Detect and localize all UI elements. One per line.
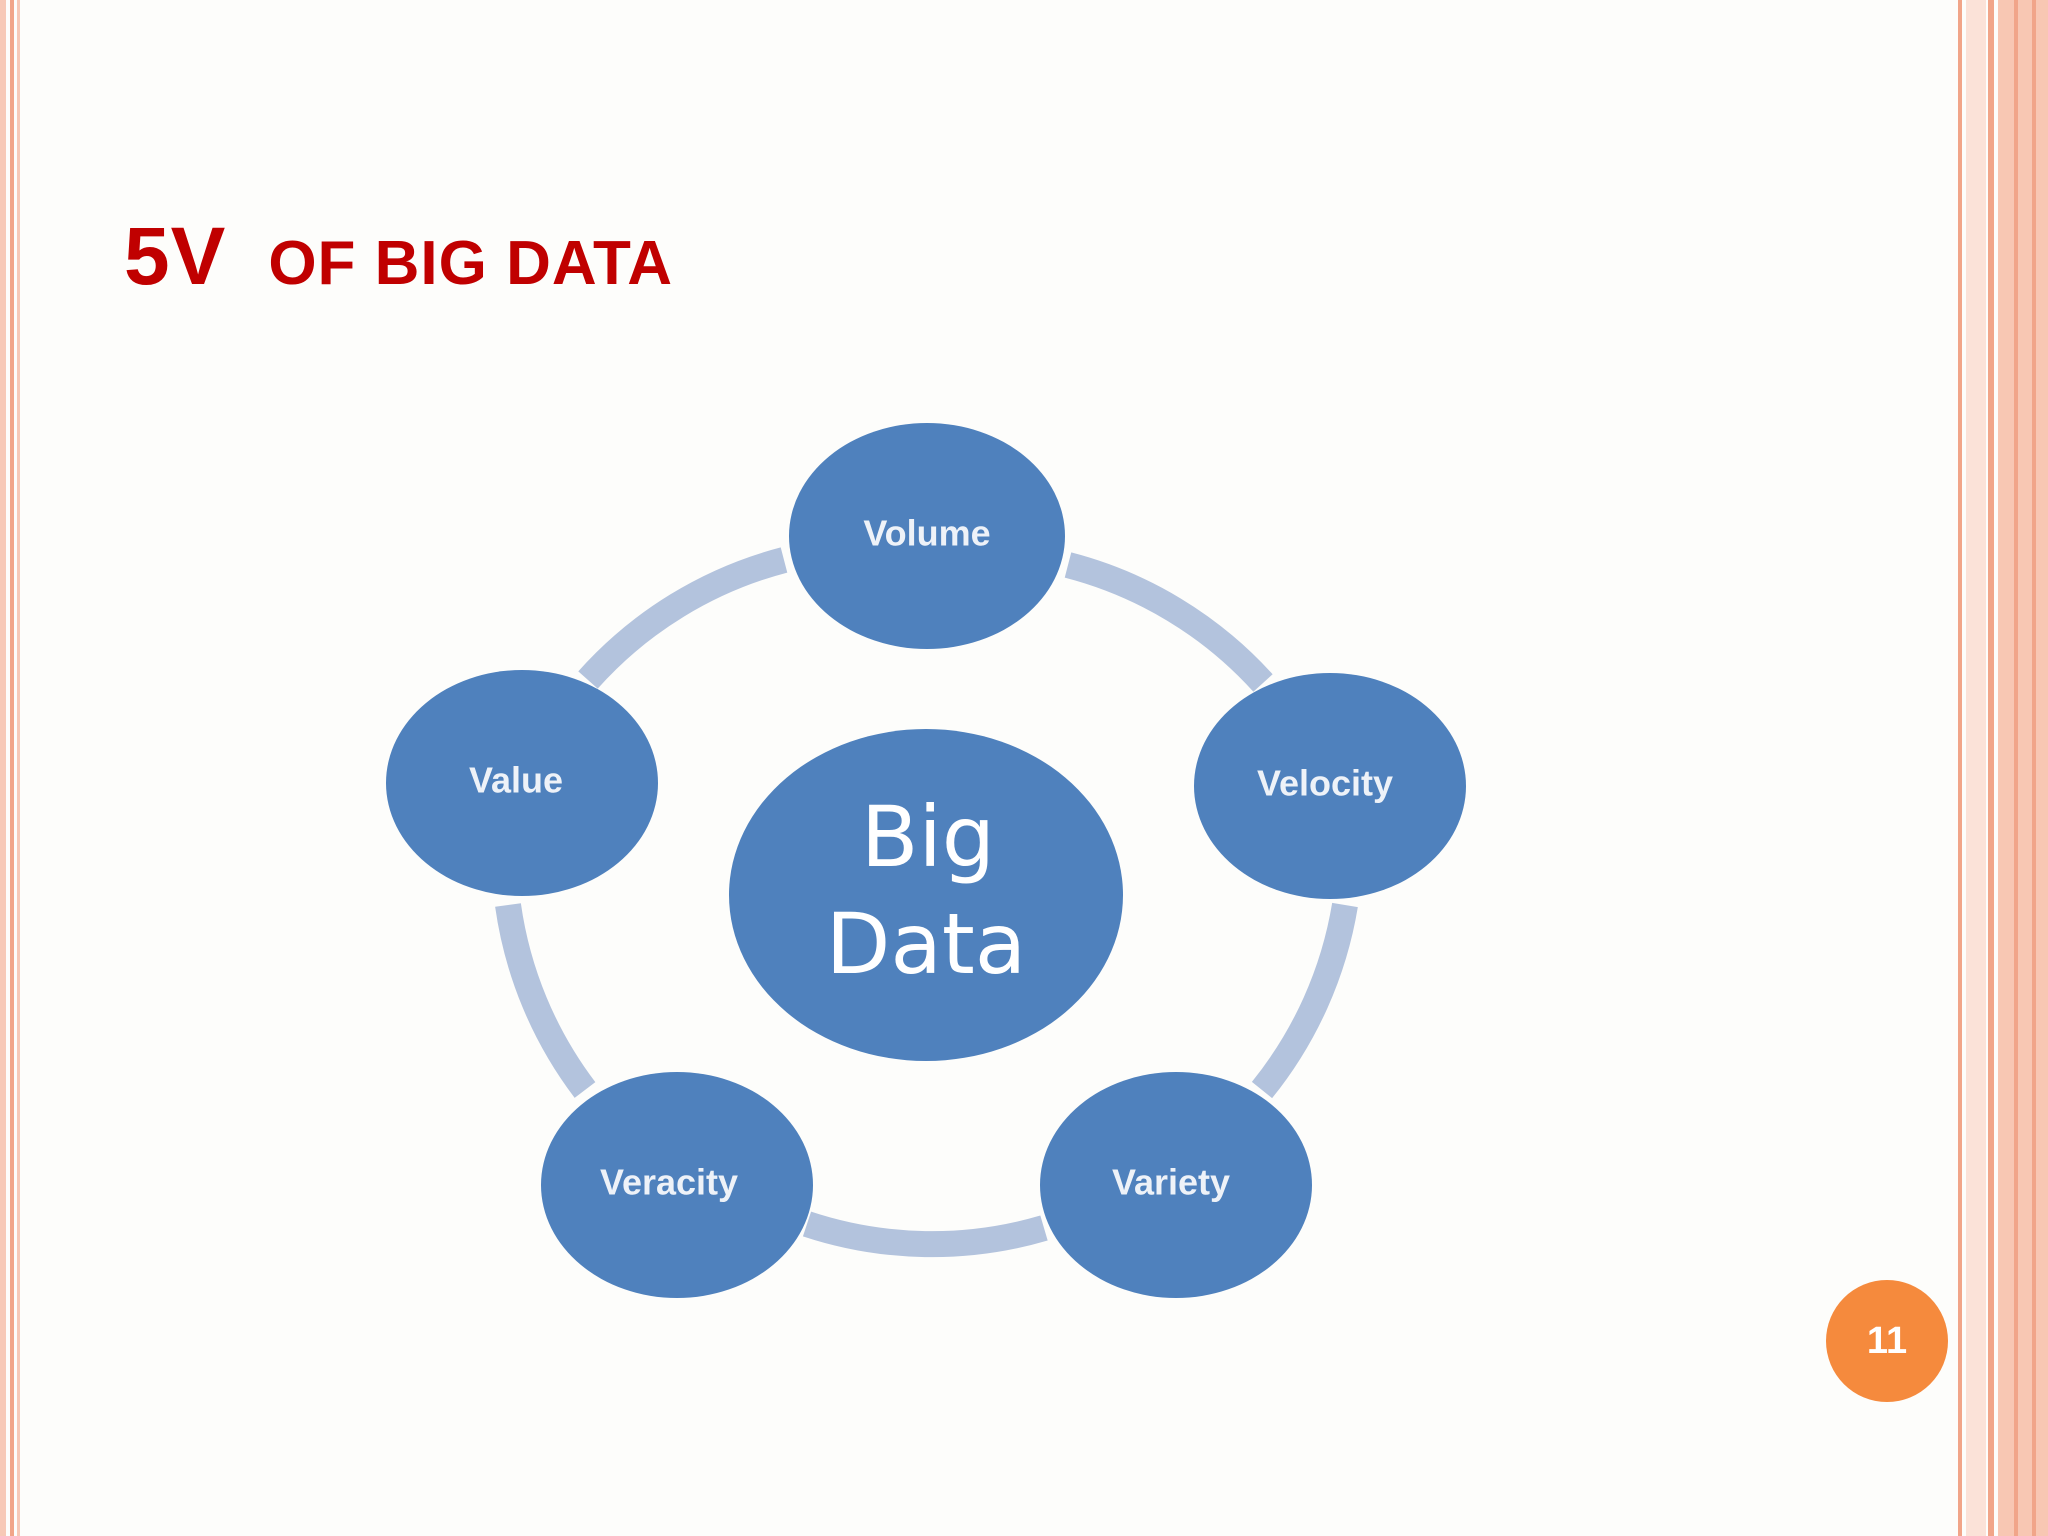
- page-number-badge: 11: [1826, 1280, 1948, 1402]
- connector-ring: [495, 547, 1358, 1258]
- node-variety: Variety: [1040, 1072, 1312, 1298]
- center-node-big-data: Big Data: [729, 729, 1123, 1061]
- node-value: Value: [386, 670, 658, 896]
- node-velocity-label: Velocity: [1257, 763, 1393, 804]
- node-value-label: Value: [469, 760, 563, 801]
- right-decorative-border: [1958, 0, 2048, 1536]
- connector-veracity-value: [495, 903, 596, 1098]
- node-veracity-label: Veracity: [600, 1162, 738, 1203]
- node-velocity: Velocity: [1194, 673, 1466, 899]
- center-label-line2: Data: [826, 895, 1027, 993]
- node-veracity: Veracity: [541, 1072, 813, 1298]
- slide-title: 5V OF BIG DATA: [124, 210, 673, 304]
- page-number: 11: [1866, 1319, 1908, 1362]
- left-decorative-border: [0, 0, 24, 1536]
- title-rest: OF BIG DATA: [268, 229, 674, 298]
- node-variety-label: Variety: [1112, 1162, 1230, 1203]
- center-label-line1: Big: [861, 788, 995, 886]
- node-volume: Volume: [789, 423, 1065, 649]
- connector-velocity-variety: [1251, 902, 1358, 1099]
- connector-volume-velocity: [1064, 552, 1273, 692]
- node-volume-label: Volume: [863, 513, 990, 554]
- connector-value-volume: [578, 547, 788, 689]
- title-main: 5V: [124, 211, 227, 302]
- connector-variety-veracity: [802, 1211, 1048, 1258]
